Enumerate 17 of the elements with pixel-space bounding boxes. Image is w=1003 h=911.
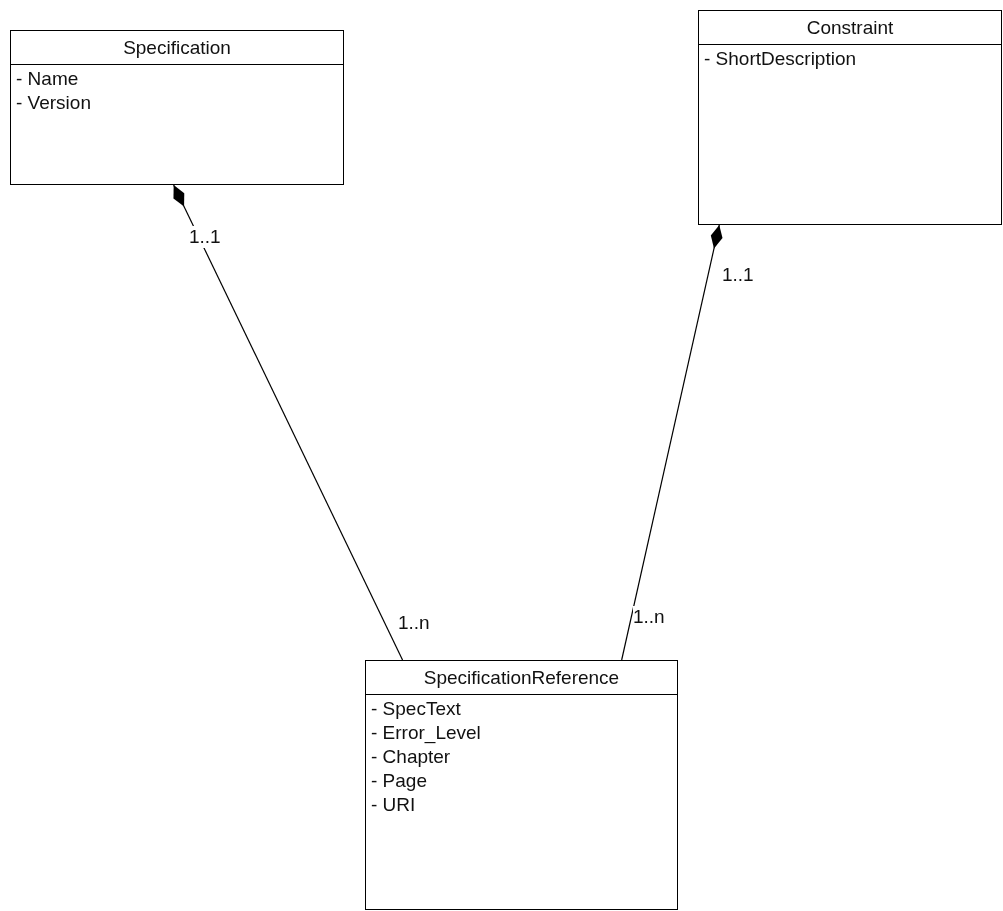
attribute-text: - Name	[16, 67, 80, 91]
class-name: Specification	[123, 37, 231, 58]
attribute-text: - ShortDescription	[704, 47, 858, 71]
class-name: SpecificationReference	[423, 667, 620, 688]
attribute-text: - Page	[371, 769, 428, 793]
composition-line	[173, 184, 404, 661]
class-box	[365, 660, 678, 910]
class-box	[10, 30, 344, 185]
class-box	[698, 10, 1002, 225]
composition-line	[621, 224, 723, 661]
attribute-text: - URI	[371, 793, 417, 817]
attribute-text: - Chapter	[371, 745, 452, 769]
class-name: Constraint	[806, 17, 894, 38]
attribute-text: - SpecText	[371, 697, 462, 721]
attribute-text: - Error_Level	[371, 721, 482, 745]
attribute-text: - Version	[16, 91, 92, 115]
multiplicity-label: 1..1	[189, 226, 221, 248]
